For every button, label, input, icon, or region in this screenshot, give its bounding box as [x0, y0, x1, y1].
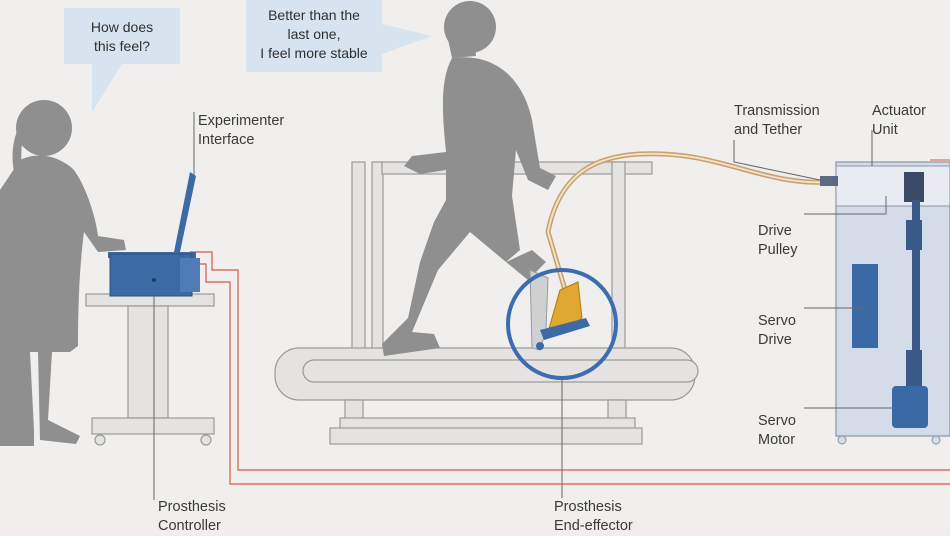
- label-drive-pulley-line-1: Drive: [758, 223, 792, 239]
- subject-speech-line-1: Better than the: [268, 7, 360, 23]
- experimenter-speech: How does this feel?: [64, 18, 180, 56]
- signal-wires: [190, 159, 950, 485]
- label-prosthesis-controller-line-2: Controller: [158, 518, 221, 534]
- tether-cable-core: [546, 152, 831, 301]
- label-actuator-unit: Actuator Unit: [872, 102, 926, 140]
- label-experimenter-interface-line-2: Interface: [198, 132, 255, 148]
- speech-bubble-subject: [246, 0, 432, 72]
- label-drive-pulley-line-2: Pulley: [758, 242, 798, 258]
- label-actuator-unit-line-2: Unit: [872, 122, 898, 138]
- label-prosthesis-end-effector: Prosthesis End-effector: [554, 498, 633, 536]
- experimenter-speech-line-2: this feel?: [93, 38, 151, 54]
- label-servo-motor: Servo Motor: [758, 412, 796, 450]
- label-transmission-tether-line-2: and Tether: [734, 122, 803, 138]
- label-experimenter-interface: Experimenter Interface: [198, 112, 284, 150]
- experimenter-silhouette: [0, 100, 126, 446]
- label-servo-drive: Servo Drive: [758, 312, 796, 350]
- label-prosthesis-controller-line-1: Prosthesis: [158, 499, 226, 515]
- experimenter-speech-line-1: How does: [90, 19, 154, 35]
- label-prosthesis-end-effector-line-1: Prosthesis: [554, 499, 622, 515]
- speech-bubble-experimenter: [64, 8, 180, 112]
- prosthesis-end-effector: [529, 269, 590, 351]
- label-experimenter-interface-line-1: Experimenter: [198, 113, 285, 129]
- label-servo-motor-line-1: Servo: [758, 413, 796, 429]
- computer-cart: [85, 293, 215, 446]
- label-prosthesis-end-effector-line-2: End-effector: [554, 518, 633, 534]
- label-drive-pulley: Drive Pulley: [758, 222, 798, 260]
- subject-speech-line-3: I feel more stable: [260, 45, 368, 61]
- label-prosthesis-controller: Prosthesis Controller: [158, 498, 226, 536]
- label-servo-drive-line-2: Drive: [758, 332, 792, 348]
- label-servo-drive-line-1: Servo: [758, 313, 796, 329]
- subject-speech: Better than the last one, I feel more st…: [246, 6, 382, 63]
- label-servo-motor-line-2: Motor: [758, 432, 796, 448]
- subject-speech-line-2: last one,: [287, 26, 341, 42]
- actuator-unit: [820, 161, 950, 445]
- label-transmission-tether: Transmission and Tether: [734, 102, 820, 140]
- leader-lines: [153, 112, 892, 500]
- label-transmission-tether-line-1: Transmission: [734, 103, 820, 119]
- subject-silhouette: [382, 1, 556, 357]
- label-actuator-unit-line-1: Actuator: [872, 103, 926, 119]
- prosthesis-controller-box: [109, 253, 200, 297]
